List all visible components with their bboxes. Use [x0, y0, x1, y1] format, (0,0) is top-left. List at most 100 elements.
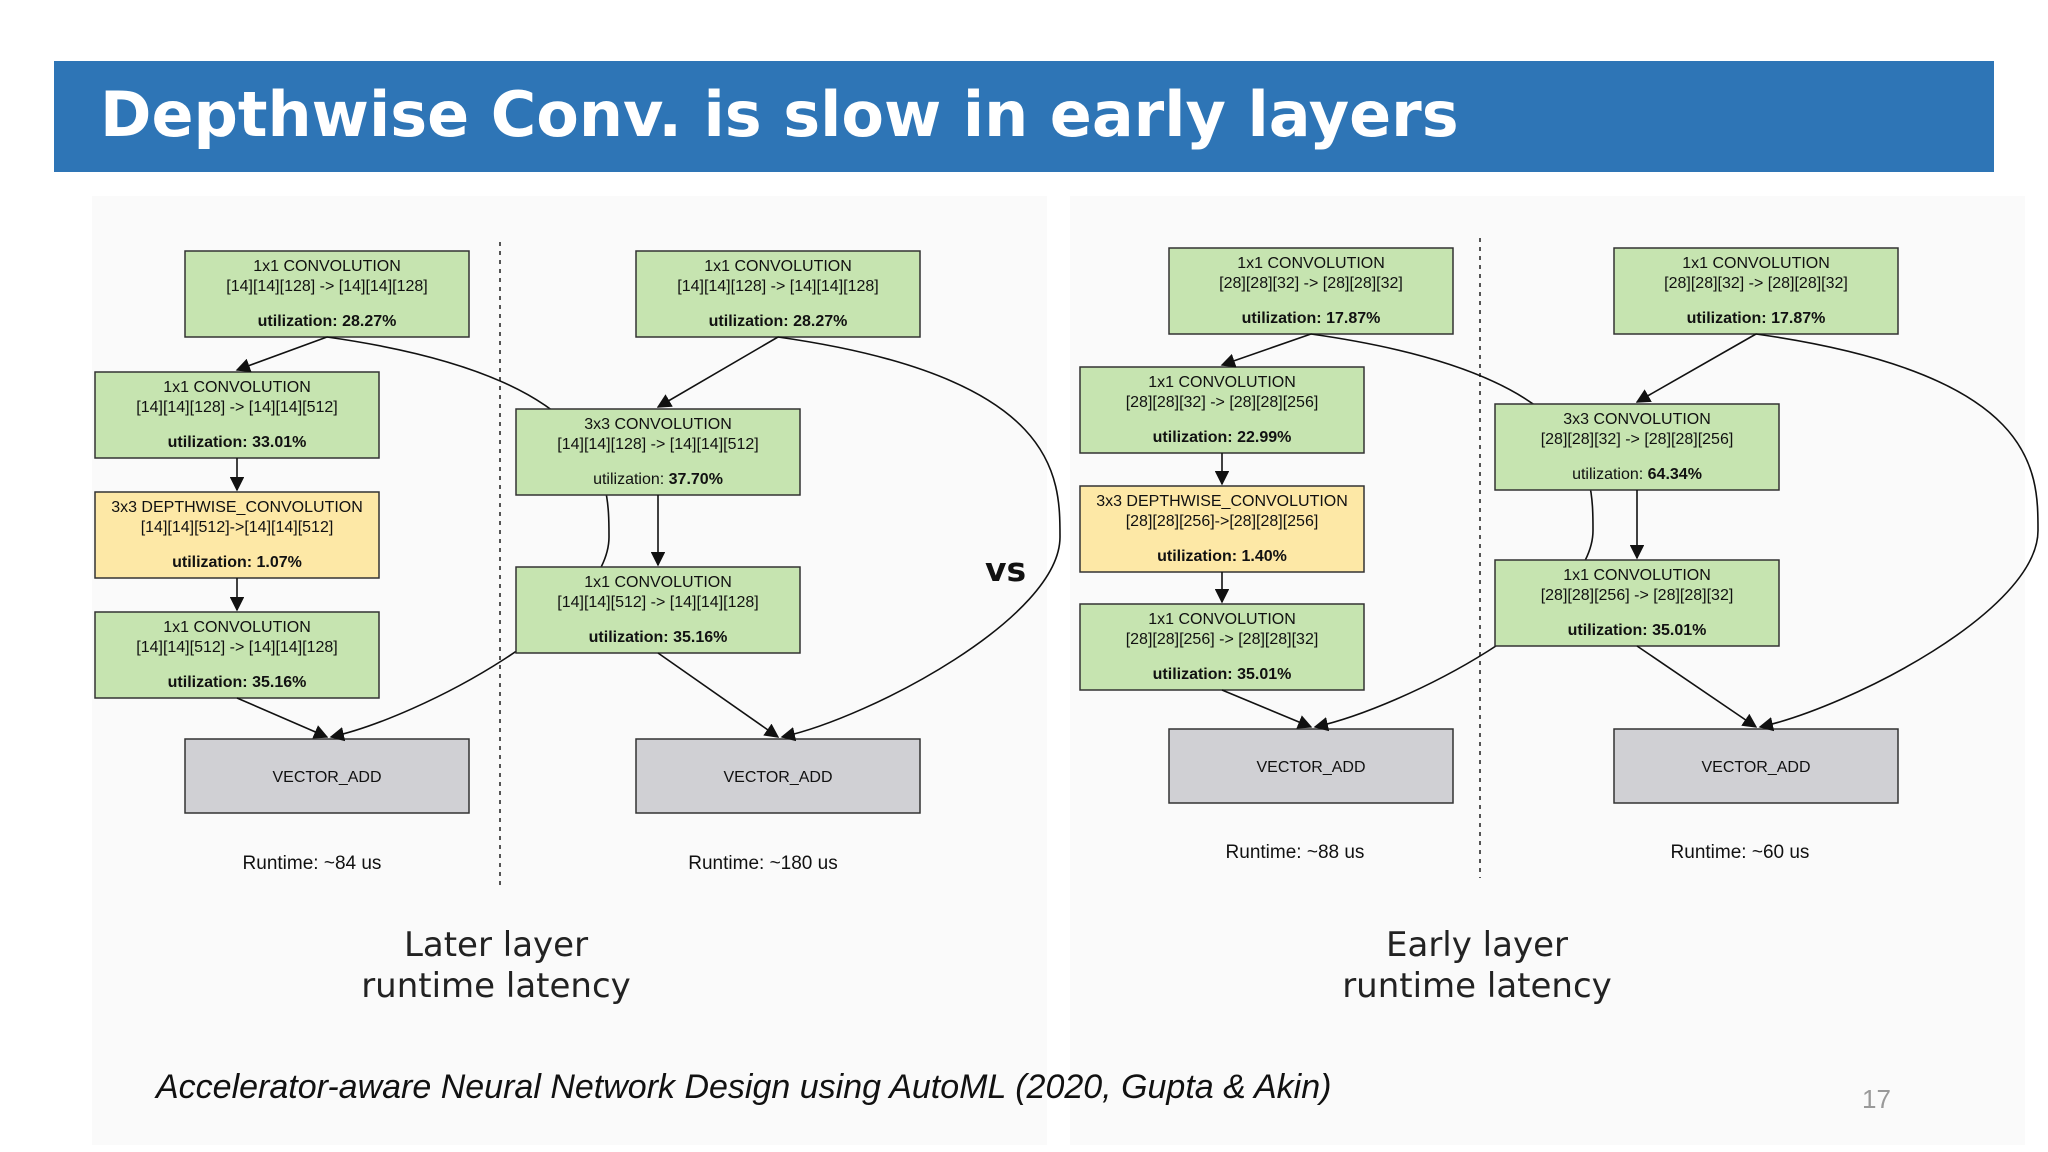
conv-node: 1x1 CONVOLUTION [14][14][128] -> [14][14]…	[184, 250, 470, 338]
node-box	[1613, 247, 1899, 335]
node-utilization: utilization: 33.01%	[168, 434, 307, 451]
node-shape-label: [14][14][512] -> [14][14][128]	[136, 639, 337, 656]
node-box	[184, 738, 470, 814]
node-op-label: VECTOR_ADD	[723, 769, 832, 786]
page-number: 17	[1862, 1084, 1891, 1114]
node-op-label: 1x1 CONVOLUTION	[253, 258, 401, 275]
node-shape-label: [28][28][32] -> [28][28][32]	[1219, 275, 1403, 292]
vector-add-node: VECTOR_ADD	[1613, 728, 1899, 804]
node-op-label: 1x1 CONVOLUTION	[584, 574, 732, 591]
node-shape-label: [28][28][32] -> [28][28][256]	[1541, 431, 1734, 448]
node-box	[184, 250, 470, 338]
citation: Accelerator-aware Neural Network Design …	[156, 1068, 1332, 1106]
node-utilization: utilization: 35.01%	[1153, 666, 1292, 683]
node-op-label: 1x1 CONVOLUTION	[163, 379, 311, 396]
slide-title: Depthwise Conv. is slow in early layers	[100, 78, 1459, 151]
skip-connection-arrow	[1755, 333, 2039, 732]
conv-node: 3x3 DEPTHWISE_CONVOLUTION [28][28][256]->…	[1079, 485, 1365, 573]
node-utilization: utilization: 17.87%	[1242, 310, 1381, 327]
node-shape-label: [28][28][32] -> [28][28][32]	[1664, 275, 1848, 292]
node-box	[1168, 247, 1454, 335]
node-shape-label: [14][14][512]->[14][14][512]	[141, 519, 334, 536]
edge-arrow	[1220, 333, 1312, 368]
node-shape-label: [28][28][256] -> [28][28][32]	[1126, 631, 1319, 648]
runtime-label: Runtime: ~88 us	[1226, 842, 1365, 863]
node-box	[1613, 728, 1899, 804]
skip-connection-arrow	[1310, 333, 1594, 732]
conv-node: 1x1 CONVOLUTION [28][28][256] -> [28][28]…	[1079, 603, 1365, 691]
caption-later-line2: runtime latency	[361, 966, 631, 1006]
node-utilization: utilization: 1.40%	[1157, 548, 1287, 565]
edge-arrow	[236, 697, 329, 739]
node-op-label: 3x3 DEPTHWISE_CONVOLUTION	[1096, 493, 1348, 510]
vector-add-node: VECTOR_ADD	[184, 738, 470, 814]
node-box	[94, 611, 380, 699]
node-op-label: 1x1 CONVOLUTION	[1563, 567, 1711, 584]
edge-arrow	[656, 336, 779, 408]
graph-4: 1x1 CONVOLUTION [28][28][32] -> [28][28][…	[1494, 247, 2039, 863]
runtime-label: Runtime: ~84 us	[243, 853, 382, 874]
conv-node: 1x1 CONVOLUTION [28][28][256] -> [28][28]…	[1494, 559, 1780, 647]
conv-node: 1x1 CONVOLUTION [28][28][32] -> [28][28][…	[1613, 247, 1899, 335]
node-box	[1168, 728, 1454, 804]
node-shape-label: [28][28][32] -> [28][28][256]	[1126, 394, 1319, 411]
node-utilization: utilization: 28.27%	[709, 313, 848, 330]
node-box	[515, 408, 801, 496]
node-op-label: 3x3 CONVOLUTION	[1563, 411, 1711, 428]
node-shape-label: [14][14][128] -> [14][14][128]	[226, 278, 427, 295]
node-op-label: 3x3 CONVOLUTION	[584, 416, 732, 433]
vs-label: vs	[985, 550, 1027, 589]
conv-node: 3x3 DEPTHWISE_CONVOLUTION [14][14][512]->…	[94, 491, 380, 579]
graph-3: 1x1 CONVOLUTION [28][28][32] -> [28][28][…	[1079, 247, 1594, 863]
caption-early-layer: Early layer runtime latency	[1277, 925, 1677, 1007]
runtime-label: Runtime: ~60 us	[1671, 842, 1810, 863]
node-shape-label: [14][14][128] -> [14][14][512]	[136, 399, 337, 416]
node-op-label: 3x3 DEPTHWISE_CONVOLUTION	[111, 499, 363, 516]
node-box	[94, 491, 380, 579]
node-utilization: utilization: 35.01%	[1568, 622, 1707, 639]
node-op-label: 1x1 CONVOLUTION	[163, 619, 311, 636]
node-op-label: 1x1 CONVOLUTION	[1148, 374, 1296, 391]
edge-arrow	[1221, 689, 1313, 729]
node-shape-label: [14][14][128] -> [14][14][128]	[677, 278, 878, 295]
conv-node: 1x1 CONVOLUTION [14][14][128] -> [14][14]…	[94, 371, 380, 459]
node-utilization: utilization: 17.87%	[1687, 310, 1826, 327]
node-shape-label: [14][14][128] -> [14][14][512]	[557, 436, 758, 453]
conv-node: 3x3 CONVOLUTION [14][14][128] -> [14][14]…	[515, 408, 801, 496]
node-op-label: 1x1 CONVOLUTION	[1682, 255, 1830, 272]
node-shape-label: [14][14][512] -> [14][14][128]	[557, 594, 758, 611]
conv-node: 1x1 CONVOLUTION [28][28][32] -> [28][28][…	[1079, 366, 1365, 454]
caption-later-line1: Later layer	[403, 925, 589, 965]
caption-early-line2: runtime latency	[1342, 966, 1612, 1006]
graph-2: 1x1 CONVOLUTION [14][14][128] -> [14][14]…	[515, 250, 1061, 874]
vector-add-node: VECTOR_ADD	[1168, 728, 1454, 804]
caption-early-line1: Early layer	[1386, 925, 1568, 965]
skip-connection-arrow	[777, 336, 1061, 742]
conv-node: 1x1 CONVOLUTION [14][14][128] -> [14][14]…	[635, 250, 921, 338]
node-box	[635, 738, 921, 814]
edge-arrow	[235, 336, 328, 373]
node-op-label: 1x1 CONVOLUTION	[1148, 611, 1296, 628]
conv-node: 3x3 CONVOLUTION [28][28][32] -> [28][28][…	[1494, 403, 1780, 491]
node-box	[1494, 559, 1780, 647]
node-box	[94, 371, 380, 459]
node-shape-label: [28][28][256] -> [28][28][32]	[1541, 587, 1734, 604]
node-shape-label: [28][28][256]->[28][28][256]	[1126, 513, 1319, 530]
node-utilization: utilization: 37.70%	[593, 471, 723, 488]
runtime-label: Runtime: ~180 us	[688, 853, 837, 874]
edge-arrow	[1636, 645, 1758, 728]
node-op-label: 1x1 CONVOLUTION	[1237, 255, 1385, 272]
vector-add-node: VECTOR_ADD	[635, 738, 921, 814]
title-bar	[54, 61, 1994, 172]
node-op-label: VECTOR_ADD	[1701, 759, 1810, 776]
conv-node: 1x1 CONVOLUTION [14][14][512] -> [14][14]…	[515, 566, 801, 654]
edge-arrow	[1635, 333, 1757, 403]
node-op-label: 1x1 CONVOLUTION	[704, 258, 852, 275]
node-utilization: utilization: 35.16%	[589, 629, 728, 646]
edge-arrow	[657, 652, 780, 738]
caption-later-layer: Later layer runtime latency	[296, 925, 696, 1007]
skip-connection-arrow	[326, 336, 610, 742]
node-utilization: utilization: 64.34%	[1572, 466, 1702, 483]
node-op-label: VECTOR_ADD	[272, 769, 381, 786]
